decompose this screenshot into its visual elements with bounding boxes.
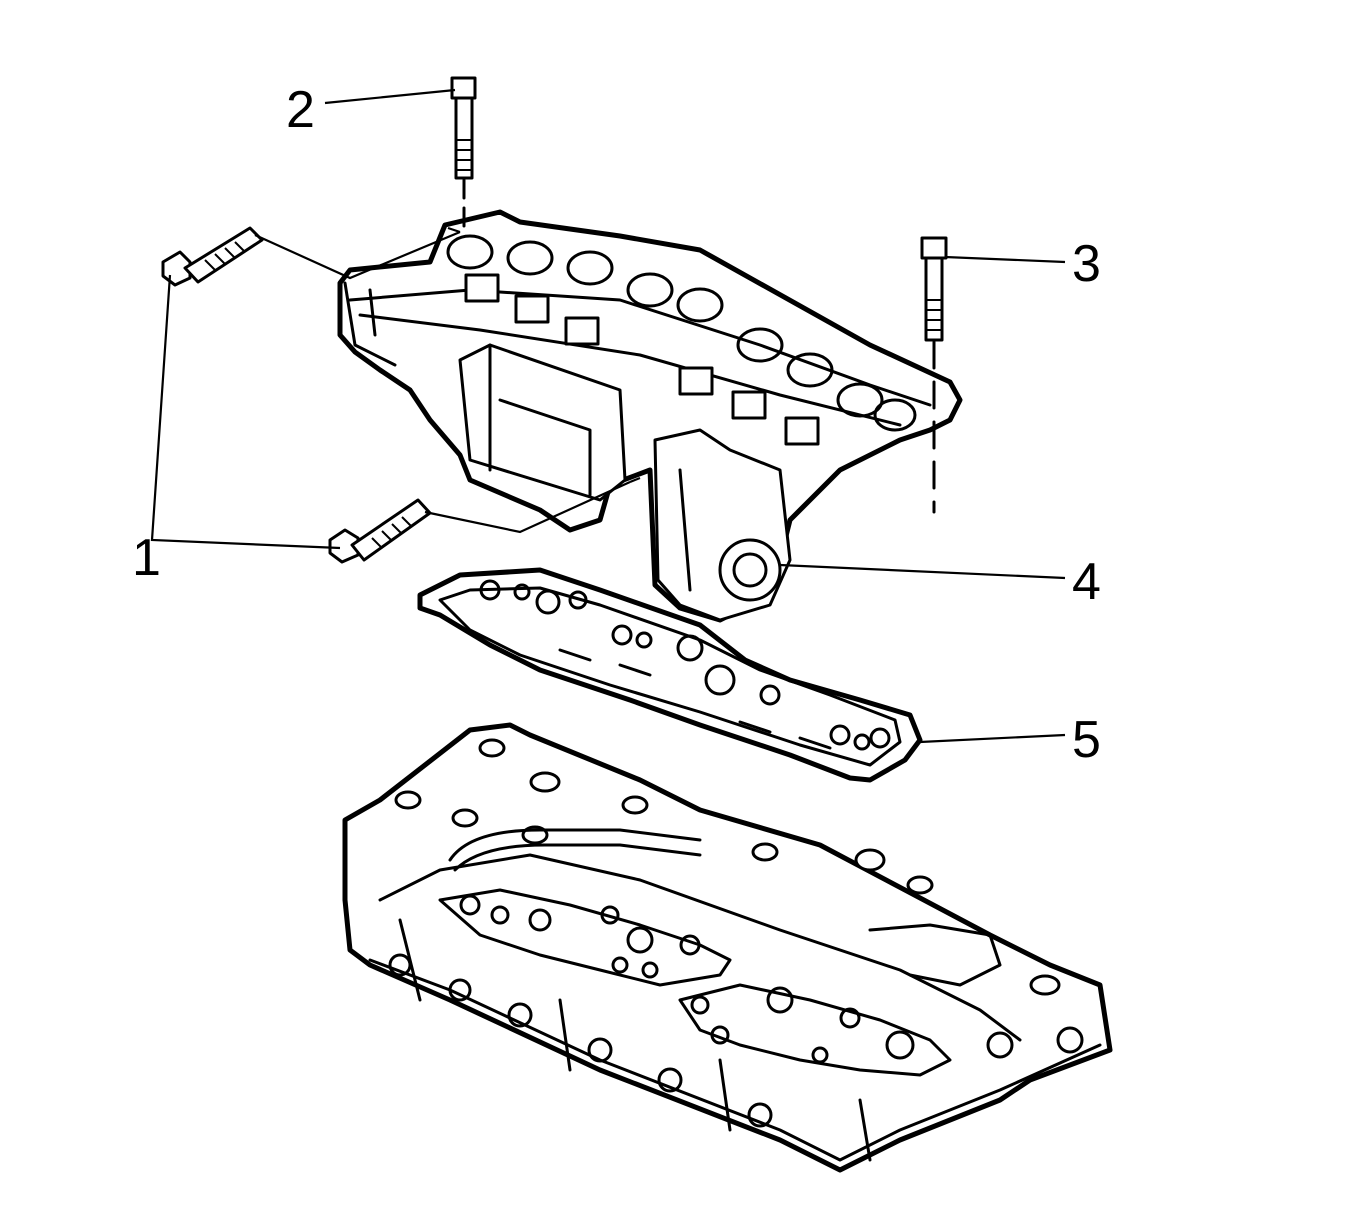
- bolt-1-upper: [161, 226, 264, 287]
- upper-solenoid-body-assembly: [337, 209, 963, 623]
- callout-4: 4: [1072, 553, 1101, 611]
- gasket-plate: [417, 567, 923, 783]
- bolt-1-lower: [328, 498, 432, 564]
- lower-valve-body: [342, 722, 1113, 1173]
- bolt-2: [450, 76, 477, 237]
- callout-2: 2: [286, 81, 315, 139]
- bolt-3: [920, 236, 948, 514]
- callout-3: 3: [1072, 235, 1101, 293]
- callout-1: 1: [132, 529, 161, 587]
- leader-lines: [150, 88, 1066, 744]
- callout-5: 5: [1072, 711, 1101, 769]
